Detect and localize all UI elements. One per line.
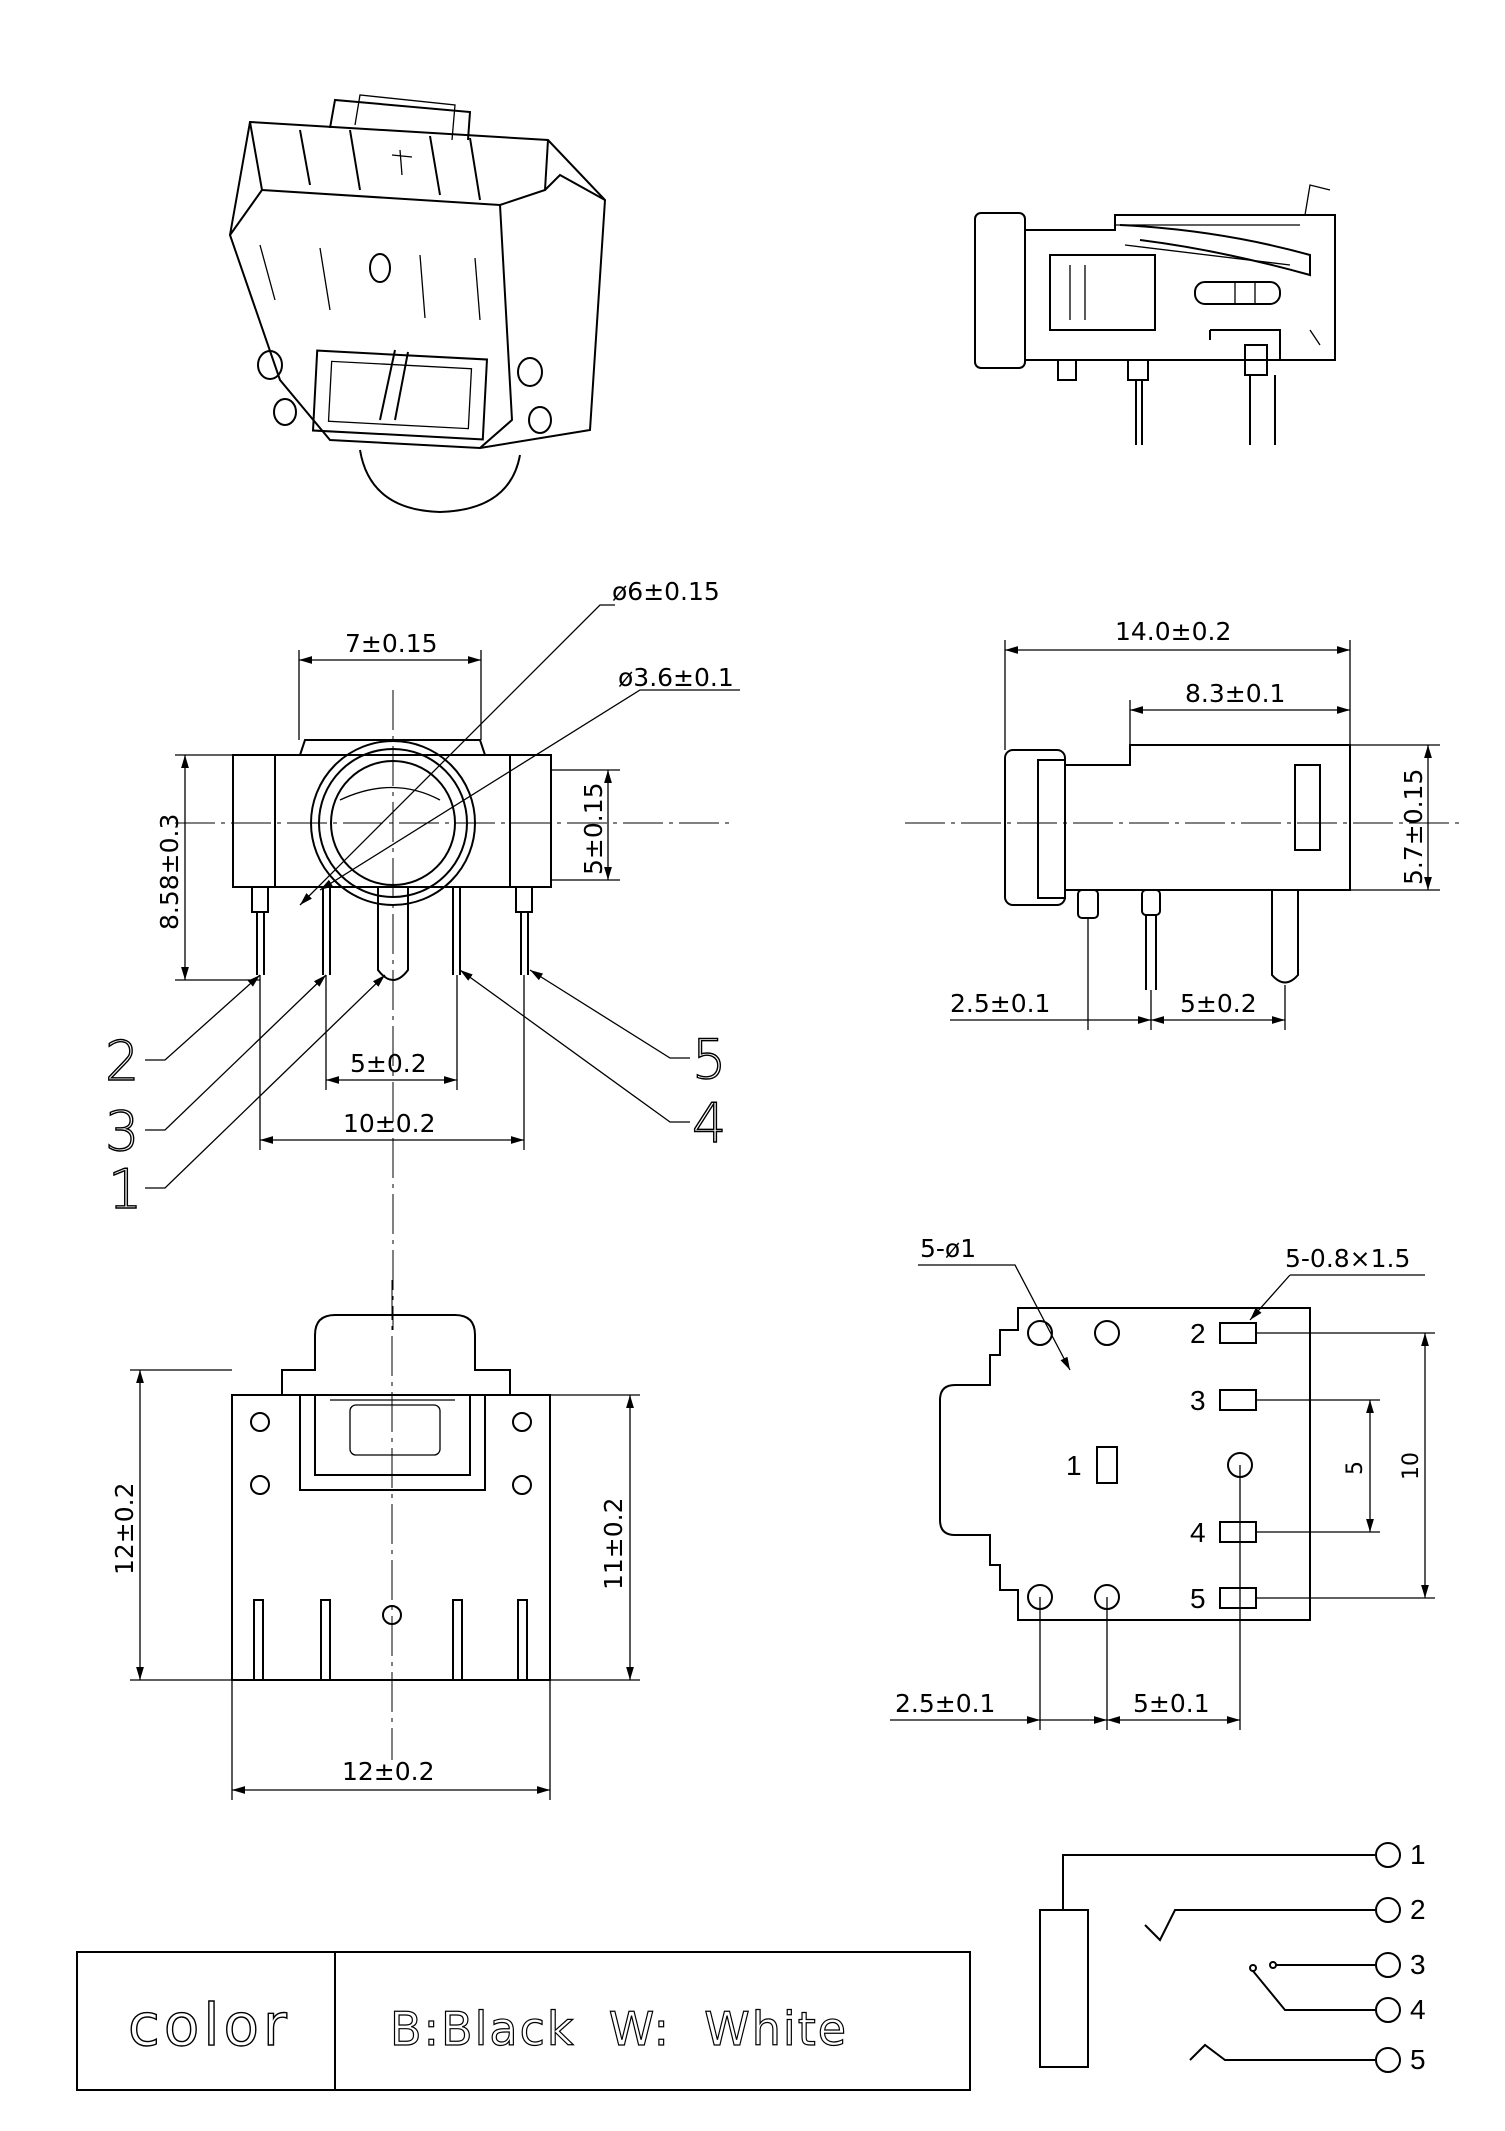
dim-h-spacing: 5±0.1 [1133,1689,1210,1718]
dim-pin-offset: 2.5±0.1 [950,989,1050,1018]
pcb-pin-label-2: 2 [1190,1318,1206,1349]
dim-inner-diameter: ø3.6±0.1 [618,663,734,692]
pcb-pin-label-1: 1 [1066,1450,1082,1481]
dim-h-offset: 2.5±0.1 [895,1689,995,1718]
dim-pads: 5-0.8×1.5 [1285,1244,1410,1273]
dim-bottom-height-left: 12±0.2 [110,1482,139,1575]
schematic [1039,1842,1401,2073]
pcb-pin-label-5: 5 [1190,1583,1206,1614]
terminal-label-3: 3 [1410,1949,1426,1980]
dim-body-length: 8.3±0.1 [1185,679,1285,708]
pin-callout-4: 4 [692,1092,726,1155]
color-box [76,1951,971,2091]
isometric-view [228,94,607,514]
pin-callout-1: 1 [108,1158,142,1221]
terminal-label-5: 5 [1410,2044,1426,2075]
dim-side-height: 5.7±0.15 [1399,769,1428,885]
dim-pin-spacing-outer: 10±0.2 [343,1109,436,1138]
pin-callout-5: 5 [692,1028,726,1091]
dim-width-top: 7±0.15 [345,629,438,658]
dim-v-small: 5 [1343,1461,1368,1475]
dim-length: 14.0±0.2 [1115,617,1231,646]
color-value: B:Black W: White [390,2002,848,2056]
dim-pin-spacing-inner: 5±0.2 [350,1049,427,1078]
pcb-pin-label-3: 3 [1190,1385,1206,1416]
dim-bottom-height-right: 11±0.2 [599,1497,628,1590]
pin-callout-3: 3 [105,1100,139,1163]
color-label: color [128,1991,291,2059]
pcb-pin-label-4: 4 [1190,1517,1206,1548]
dim-v-large: 10 [1399,1452,1424,1480]
side-view [905,640,1465,1030]
terminal-label-1: 1 [1410,1839,1426,1870]
side-view-sketch [974,184,1336,445]
terminal-label-4: 4 [1410,1994,1426,2025]
dim-height-left: 8.58±0.3 [155,814,184,930]
dim-height-right: 5±0.15 [579,782,608,875]
dim-pin-spacing: 5±0.2 [1180,989,1257,1018]
terminal-label-2: 2 [1410,1894,1426,1925]
dim-bottom-width: 12±0.2 [342,1757,435,1786]
dim-outer-diameter: ø6±0.15 [612,577,720,606]
pin-callout-2: 2 [105,1030,139,1093]
bottom-view [130,1280,640,1800]
dim-holes: 5-ø1 [920,1234,976,1263]
front-view [145,604,740,1330]
pcb-layout [890,1264,1435,1730]
